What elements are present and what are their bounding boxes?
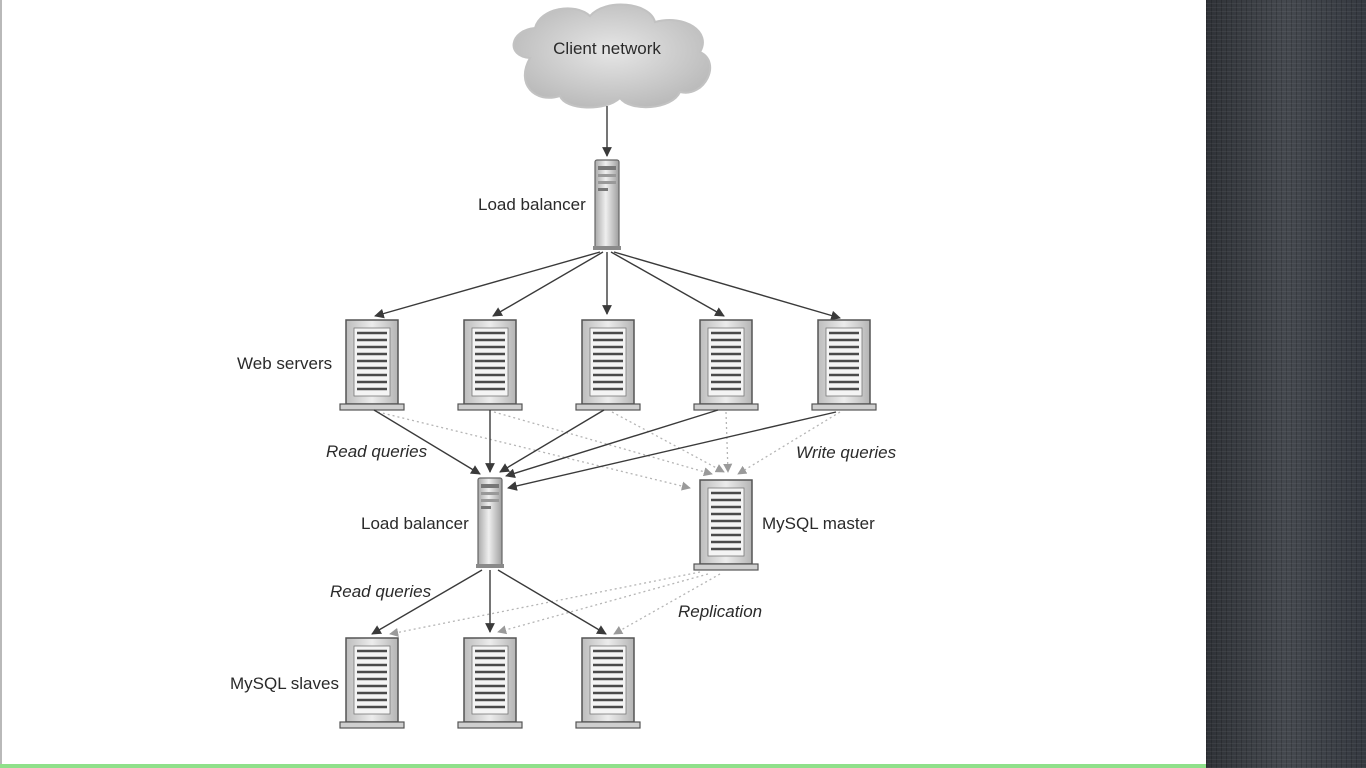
mysql-slaves-label: MySQL slaves [230, 674, 339, 693]
client-network-label: Client network [553, 39, 661, 58]
bottom-load-balancer-icon [475, 477, 505, 569]
read-queries-label-top: Read queries [326, 442, 428, 461]
write-queries-label: Write queries [796, 443, 897, 462]
web-server-4 [692, 318, 760, 412]
top-load-balancer-icon [592, 159, 622, 251]
mysql-slave-1 [338, 636, 406, 730]
web-servers-label: Web servers [237, 354, 332, 373]
write-query-lines [377, 411, 841, 491]
replication-label: Replication [678, 602, 762, 621]
web-server-1 [338, 318, 406, 412]
mysql-slave-3 [574, 636, 642, 730]
side-panel [1206, 0, 1366, 768]
web-server-3 [574, 318, 642, 412]
architecture-diagram: Client network Load balancer Web servers… [230, 3, 897, 730]
web-server-2 [456, 318, 524, 412]
mysql-master-server [692, 478, 760, 572]
mysql-slave-2 [456, 636, 524, 730]
top-load-balancer-label: Load balancer [478, 195, 586, 214]
bottom-bar [0, 764, 1206, 768]
replication-lines [389, 571, 721, 637]
client-network-cloud: Client network [512, 3, 712, 109]
mysql-master-label: MySQL master [762, 514, 875, 533]
read-query-arrows [373, 409, 837, 491]
read-queries-label-bottom: Read queries [330, 582, 432, 601]
web-server-5 [810, 318, 878, 412]
bottom-load-balancer-label: Load balancer [361, 514, 469, 533]
lb-to-web-arrows [374, 251, 841, 321]
lb-to-slaves-arrows [371, 569, 607, 635]
